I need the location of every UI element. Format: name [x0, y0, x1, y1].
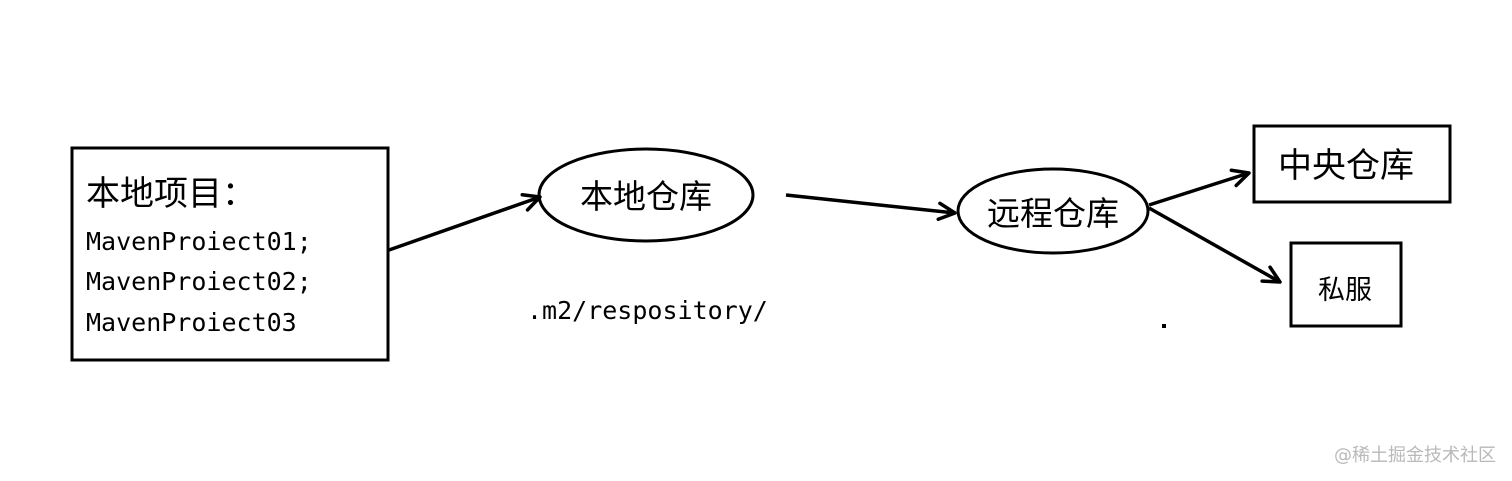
local-repo-path: .m2/respository/ [527, 296, 768, 325]
watermark: @稀土掘金技术社区 [1334, 445, 1496, 466]
central-repo-box [1252, 124, 1452, 204]
arrow-projects-to-local-repo [388, 193, 542, 252]
local-project-item-3: MavenProiect03 [86, 308, 297, 337]
arrow-remote-to-private [1148, 206, 1282, 284]
remote-repo-node: 远程仓库 [956, 167, 1150, 255]
arrow-local-to-remote [785, 193, 957, 222]
local-repo-label: 本地仓库 [580, 177, 712, 216]
local-projects-box-border [70, 146, 390, 362]
remote-repo-ellipse [956, 167, 1150, 255]
arrow-remote-to-central [1148, 168, 1251, 207]
private-server-box [1289, 241, 1403, 328]
remote-repo-label: 远程仓库 [987, 194, 1119, 233]
stray-dot [1162, 324, 1166, 328]
central-repo-label: 中央仓库 [1278, 146, 1414, 186]
local-projects-title: 本地项目： [86, 174, 256, 214]
central-repo-node: 中央仓库 [1252, 124, 1452, 204]
local-projects-box: 本地项目： MavenProiect01; MavenProiect02; Ma… [70, 146, 390, 362]
local-project-item-2: MavenProiect02; [86, 267, 312, 296]
private-server-label: 私服 [1318, 275, 1372, 306]
local-project-item-1: MavenProiect01; [86, 227, 312, 256]
local-repo-node: 本地仓库 [537, 147, 755, 243]
private-server-node: 私服 [1289, 241, 1403, 328]
local-repo-ellipse [537, 147, 755, 243]
